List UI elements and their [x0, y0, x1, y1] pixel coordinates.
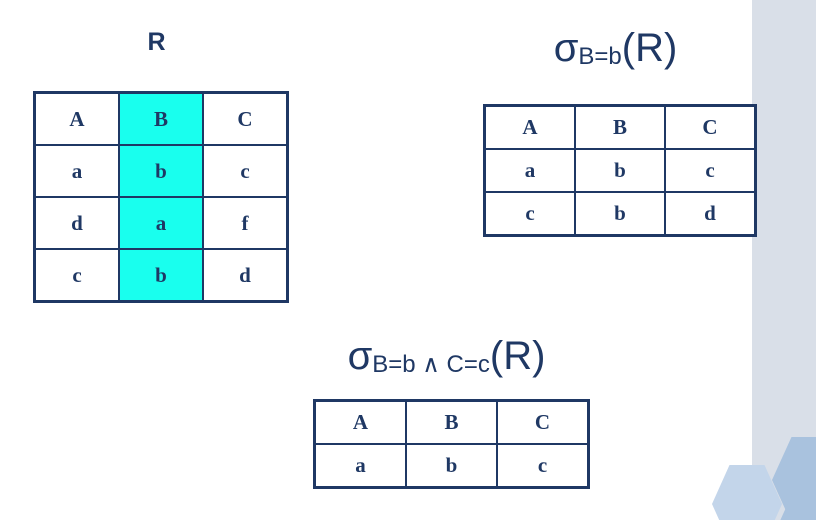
header-cell-a: A	[483, 104, 576, 150]
table-header-row: A B C	[313, 399, 590, 445]
relation-r-table: A B C a b c d a f c b d	[33, 91, 289, 303]
cell-b: b	[405, 443, 498, 489]
header-cell-a: A	[313, 399, 407, 445]
table-row: a b c	[313, 443, 590, 489]
cell-a: a	[483, 148, 576, 193]
selection-2-title: σB=b ∧ C=c(R)	[300, 336, 593, 377]
cell-c: c	[496, 443, 590, 489]
cell-c: d	[202, 248, 289, 303]
cell-b: b	[574, 148, 666, 193]
cell-b: b	[574, 191, 666, 237]
cell-a: c	[483, 191, 576, 237]
table-row: c b d	[483, 191, 757, 237]
selection-1-title: σB=b(R)	[483, 28, 748, 69]
selection-2-argument: (R)	[489, 334, 546, 378]
header-cell-b: B	[118, 91, 204, 146]
cell-a: a	[313, 443, 407, 489]
cell-c: d	[664, 191, 757, 237]
table-row: c b d	[33, 248, 289, 303]
cell-a: d	[33, 196, 120, 250]
selection-1-condition: B=b	[578, 43, 622, 70]
relation-r-title: R	[147, 28, 166, 56]
selection-1-table: A B C a b c c b d	[483, 104, 757, 237]
cell-c: c	[664, 148, 757, 193]
table-row: d a f	[33, 196, 289, 250]
cell-b: b	[118, 248, 204, 303]
cell-a: a	[33, 144, 120, 198]
selection-1-argument: (R)	[621, 26, 678, 70]
table-row: a b c	[483, 148, 757, 193]
cell-b: b	[118, 144, 204, 198]
header-cell-b: B	[574, 104, 666, 150]
cell-b: a	[118, 196, 204, 250]
sigma-operator-symbol: σ	[553, 26, 579, 70]
cell-a: c	[33, 248, 120, 303]
table-header-row: A B C	[483, 104, 757, 150]
decorative-sidebar-strip	[752, 0, 816, 520]
selection-2-table: A B C a b c	[313, 399, 590, 489]
header-cell-c: C	[496, 399, 590, 445]
table-header-row: A B C	[33, 91, 289, 146]
cell-c: f	[202, 196, 289, 250]
selection-2-condition: B=b ∧ C=c	[372, 351, 490, 378]
header-cell-c: C	[202, 91, 289, 146]
table-row: a b c	[33, 144, 289, 198]
header-cell-b: B	[405, 399, 498, 445]
sigma-operator-symbol: σ	[347, 334, 373, 378]
cell-c: c	[202, 144, 289, 198]
header-cell-a: A	[33, 91, 120, 146]
header-cell-c: C	[664, 104, 757, 150]
